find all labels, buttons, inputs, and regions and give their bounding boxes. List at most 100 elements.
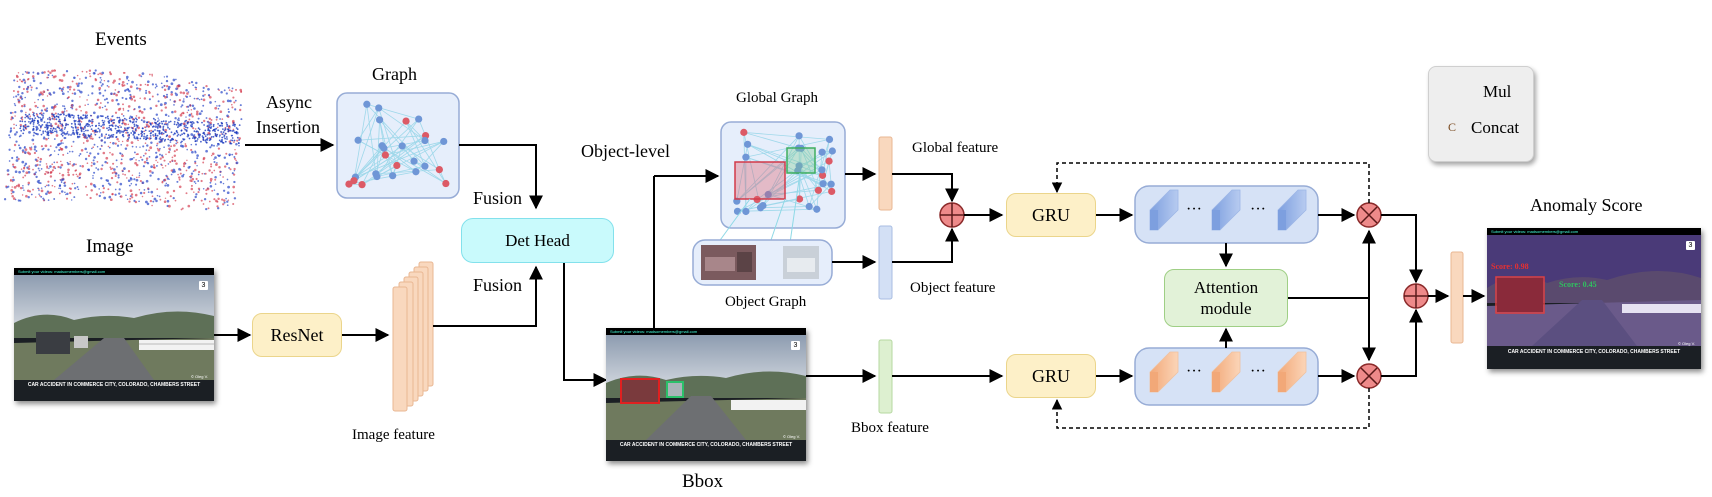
bbox-top-banner: Submit your videos: madsomembers@gmail.c… — [606, 328, 806, 335]
event-point — [135, 120, 138, 123]
event-point — [107, 80, 110, 83]
event-point — [180, 208, 183, 211]
event-point — [117, 130, 120, 133]
event-point — [172, 196, 175, 200]
event-point — [51, 113, 54, 116]
event-point — [26, 78, 29, 81]
event-point — [45, 184, 48, 187]
event-point — [71, 107, 74, 110]
event-point — [89, 196, 92, 200]
event-point — [195, 112, 199, 116]
event-point — [71, 104, 73, 106]
event-point — [49, 145, 52, 147]
event-point — [12, 190, 15, 194]
event-point — [111, 125, 114, 127]
event-point — [202, 90, 205, 93]
event-point — [51, 74, 54, 77]
event-point — [159, 157, 162, 160]
event-point — [167, 87, 170, 91]
event-point — [64, 145, 68, 149]
graph-node — [795, 132, 803, 140]
event-point — [96, 130, 99, 133]
event-point — [131, 127, 134, 130]
event-point — [10, 189, 14, 192]
event-point — [220, 91, 223, 94]
event-point — [125, 97, 128, 101]
event-point — [86, 114, 88, 117]
event-point — [124, 147, 128, 150]
event-point — [158, 119, 160, 121]
event-point — [121, 119, 124, 122]
event-point — [218, 89, 220, 91]
event-point — [143, 135, 146, 138]
event-point — [108, 122, 110, 124]
event-point — [167, 150, 171, 154]
event-point — [232, 129, 235, 132]
event-point — [222, 182, 225, 185]
event-point — [203, 198, 207, 201]
event-point — [42, 112, 45, 115]
event-point — [24, 71, 27, 73]
event-point — [79, 96, 81, 98]
graph-edge — [376, 119, 381, 177]
event-point — [106, 85, 109, 87]
event-point — [46, 76, 49, 79]
event-point — [51, 163, 54, 166]
event-point — [96, 115, 100, 118]
event-point — [169, 99, 172, 101]
event-point — [174, 92, 177, 95]
graph-edge — [828, 161, 832, 185]
event-point — [128, 134, 131, 137]
graph-node — [376, 116, 384, 124]
event-point — [106, 116, 109, 118]
event-point — [76, 175, 79, 178]
event-point — [197, 131, 200, 133]
event-point — [24, 126, 27, 129]
event-point — [214, 176, 217, 179]
event-point — [105, 156, 109, 160]
event-point — [153, 135, 155, 138]
event-point — [10, 192, 13, 195]
event-point — [53, 117, 56, 121]
event-point — [123, 117, 126, 120]
event-point — [209, 185, 213, 188]
event-point — [224, 140, 227, 143]
event-point — [96, 98, 100, 102]
event-point — [10, 118, 13, 121]
event-point — [33, 173, 36, 176]
event-point — [232, 122, 235, 124]
event-point — [118, 192, 121, 195]
event-point — [40, 145, 43, 148]
event-point — [58, 118, 61, 121]
event-point — [223, 129, 226, 132]
graph-node — [373, 172, 381, 181]
event-point — [163, 200, 167, 203]
attention-line-1: Attention — [1193, 278, 1259, 297]
event-point — [230, 134, 233, 137]
event-point — [221, 198, 224, 201]
event-point — [87, 129, 89, 132]
event-point — [215, 127, 218, 130]
event-point — [167, 163, 170, 165]
event-point — [173, 123, 176, 126]
graph-node — [805, 202, 813, 211]
event-point — [63, 105, 66, 108]
event-point — [193, 107, 196, 110]
event-point — [62, 86, 65, 89]
event-point — [44, 172, 47, 176]
event-point — [48, 93, 51, 95]
event-point — [44, 126, 46, 129]
graph-edge — [375, 169, 440, 175]
event-point — [202, 156, 206, 160]
event-point — [84, 157, 88, 161]
image-feature-stack — [392, 261, 434, 412]
event-point — [61, 134, 64, 137]
event-point — [84, 111, 88, 114]
event-point — [131, 121, 134, 124]
event-point — [31, 138, 35, 142]
event-point — [170, 173, 173, 176]
event-point — [132, 133, 135, 136]
event-point — [165, 135, 168, 138]
event-point — [60, 133, 63, 136]
gru-bottom-block: GRU — [1006, 354, 1096, 398]
